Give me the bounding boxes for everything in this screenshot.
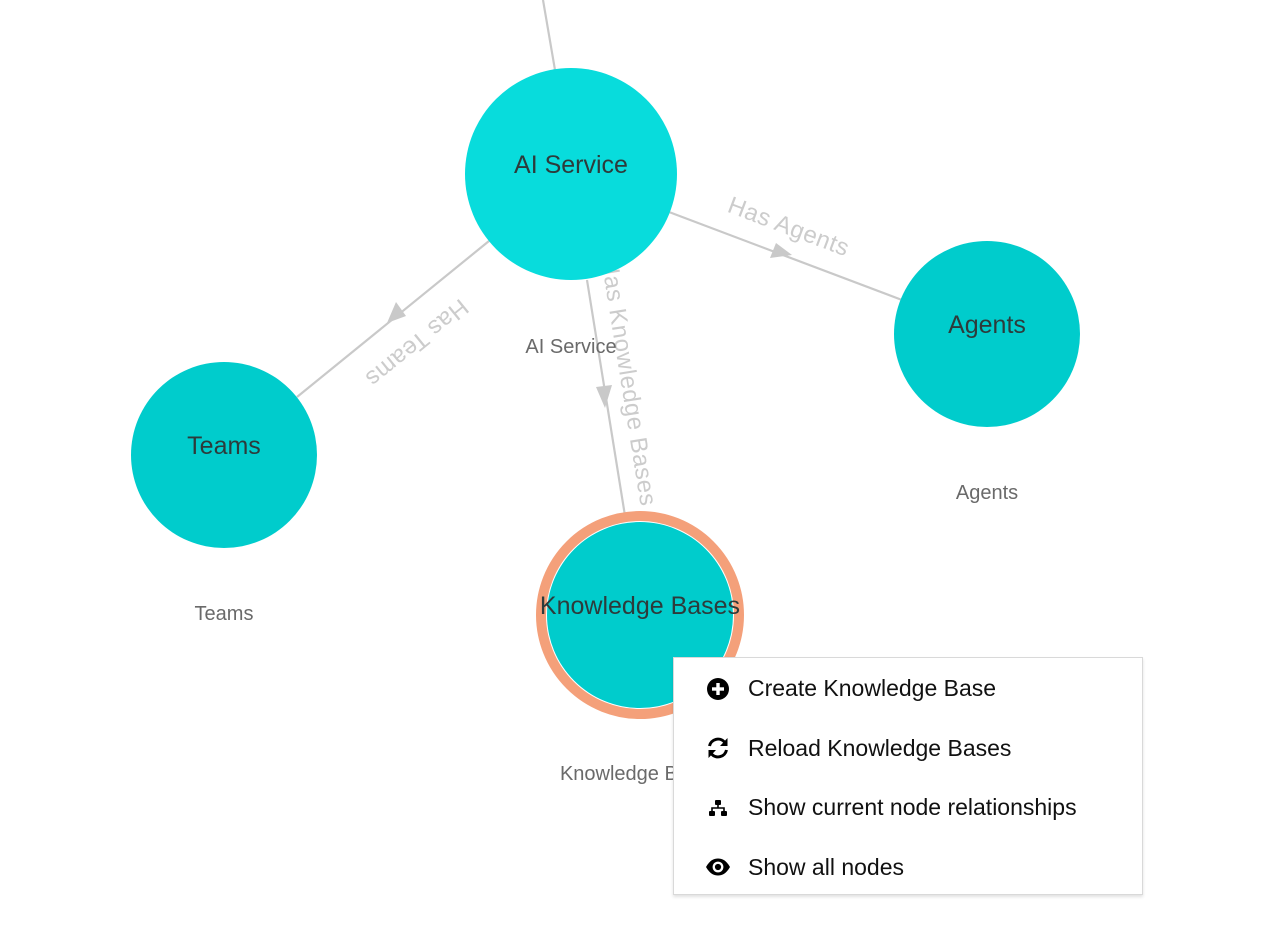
node-agents[interactable]: Agents bbox=[894, 241, 1080, 427]
node-caption-teams: Teams bbox=[195, 603, 254, 625]
context-menu: Create Knowledge Base Reload Knowledge B… bbox=[673, 657, 1143, 895]
menu-item-label: Show current node relationships bbox=[748, 794, 1077, 821]
eye-icon bbox=[704, 853, 732, 881]
node-caption-agents: Agents bbox=[956, 482, 1018, 504]
edge-has-teams[interactable]: Has Teams bbox=[296, 240, 490, 398]
edge-label-has-agents: Has Agents bbox=[724, 192, 853, 262]
node-label-agents: Agents bbox=[948, 311, 1026, 339]
edge-label-has-teams: Has Teams bbox=[360, 293, 473, 392]
edge-label-has-knowledge-bases: Has Knowledge Bases bbox=[595, 256, 661, 508]
menu-item-label: Reload Knowledge Bases bbox=[748, 734, 1012, 761]
menu-item-label: Create Knowledge Base bbox=[748, 675, 997, 702]
node-selected-ring bbox=[536, 511, 744, 719]
menu-item-create-knowledge-base[interactable]: Create Knowledge Base bbox=[674, 659, 1142, 719]
edge-to-parent bbox=[541, 0, 557, 71]
refresh-icon bbox=[704, 734, 732, 762]
menu-item-show-current-node-relationships[interactable]: Show current node relationships bbox=[674, 778, 1142, 838]
plus-circle-icon bbox=[704, 675, 732, 703]
edge-has-agents[interactable]: Has Agents bbox=[668, 192, 903, 302]
node-caption-ai-service: AI Service bbox=[525, 336, 616, 358]
menu-item-label: Show all nodes bbox=[748, 853, 904, 880]
node-ai-service[interactable]: AI Service bbox=[465, 68, 677, 280]
node-teams[interactable]: Teams bbox=[131, 362, 317, 548]
edge-has-knowledge-bases[interactable]: Has Knowledge Bases bbox=[585, 256, 662, 523]
hierarchy-icon bbox=[704, 794, 732, 822]
node-label-teams: Teams bbox=[187, 432, 261, 460]
node-label-ai-service: AI Service bbox=[514, 151, 628, 179]
menu-item-reload-knowledge-bases[interactable]: Reload Knowledge Bases bbox=[674, 719, 1142, 779]
menu-item-show-all-nodes[interactable]: Show all nodes bbox=[674, 838, 1142, 898]
node-label-knowledge-bases: Knowledge Bases bbox=[540, 592, 740, 620]
